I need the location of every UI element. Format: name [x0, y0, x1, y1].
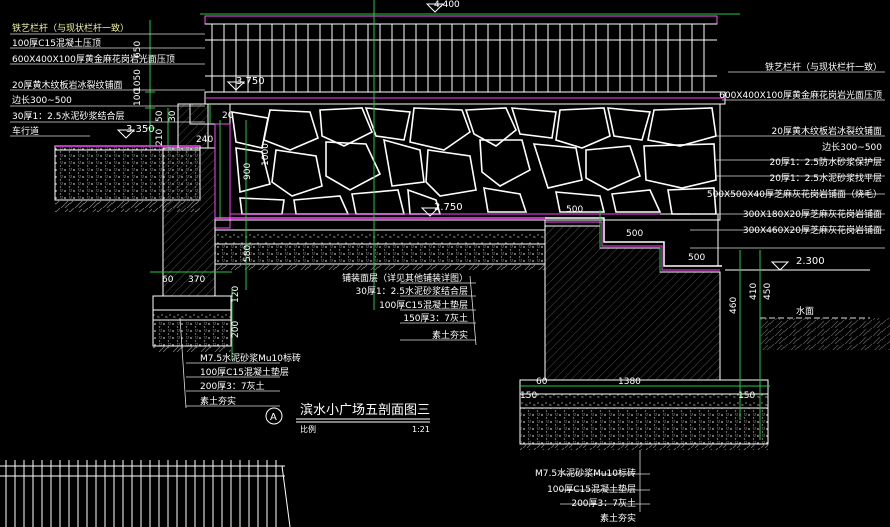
note-right-1: 600X400X100厚黄金麻花岗岩光面压顶 — [719, 89, 882, 101]
dim-500a: 500 — [566, 205, 583, 215]
dim-370: 370 — [188, 275, 205, 285]
note-right-0: 铁艺栏杆（与现状栏杆一致） — [765, 61, 882, 73]
note-right-7: 300X180X20厚芝麻灰花岗岩铺面 — [743, 208, 882, 220]
fence-fragment — [0, 460, 291, 527]
note-left-1: 100厚C15混凝土压顶 — [12, 37, 101, 49]
dim-150b: 150 — [738, 391, 755, 401]
dim-150: 150 — [520, 391, 537, 401]
dim-450: 450 — [763, 283, 773, 300]
note-left-2: 600X400X100厚黄金麻花岗岩光面压顶 — [12, 53, 175, 65]
dim-580: 580 — [243, 245, 253, 262]
foundation-notes-left: M7.5水泥砂浆Mu10标砖 100厚C15混凝土垫层 200厚3：7灰土 素土… — [200, 352, 301, 407]
note-left-3: 20厚黄木纹板岩冰裂纹铺面 — [12, 79, 122, 91]
elev-top: 4.400 — [434, 0, 460, 10]
note-left-4: 边长300~500 — [12, 94, 72, 106]
railing — [204, 15, 718, 93]
note-found-left-3: 素土夯实 — [200, 395, 236, 407]
note-mid-3: 150厚3：7灰土 — [403, 312, 468, 324]
note-left-5: 30厚1：2.5水泥砂浆结合层 — [12, 110, 125, 122]
section-mark: A — [270, 412, 277, 423]
water-level — [725, 269, 890, 350]
dimension-texts: 650 1050 100 50 30 20 210 240 900 1000 5… — [133, 41, 773, 401]
dimension-lines — [145, 0, 770, 440]
left-notes: 铁艺栏杆（与现状栏杆一致） 100厚C15混凝土压顶 600X400X100厚黄… — [12, 22, 175, 137]
dim-900: 900 — [243, 163, 253, 180]
scale-label: 比例 — [300, 424, 316, 434]
dim-500b: 500 — [626, 229, 643, 239]
middle-notes: 铺装面层（详见其他铺装详图） 30厚1：2.5水泥砂浆结合层 100厚C15混凝… — [342, 272, 468, 341]
foundation-notes-bottom: M7.5水泥砂浆Mu10标砖 100厚C15混凝土垫层 200厚3：7灰土 素土… — [535, 467, 636, 524]
scale-value: 1:21 — [412, 425, 430, 434]
dim-500c: 500 — [688, 253, 705, 263]
dim-50: 50 — [155, 110, 165, 122]
note-left-6: 车行道 — [12, 125, 39, 137]
elev-left-ground: 3.350 — [126, 124, 155, 135]
dim-240: 240 — [196, 135, 213, 145]
note-found-left-2: 200厚3：7灰土 — [200, 380, 265, 392]
note-mid-1: 30厚1：2.5水泥砂浆结合层 — [356, 285, 469, 297]
dim-60b: 60 — [536, 377, 548, 387]
dim-30: 30 — [168, 110, 178, 122]
note-found-bottom-0: M7.5水泥砂浆Mu10标砖 — [535, 467, 636, 479]
note-left-0: 铁艺栏杆（与现状栏杆一致） — [12, 22, 129, 34]
stone-wall — [229, 103, 721, 221]
leader-lines — [10, 33, 885, 512]
note-right-3: 边长300~500 — [822, 141, 882, 153]
elevation-texts: 4.400 3.750 3.350 2.750 2.300 水面 — [126, 0, 825, 317]
right-pier — [519, 213, 769, 450]
dim-100: 100 — [133, 89, 143, 106]
dim-60: 60 — [162, 275, 174, 285]
platform-paving — [214, 217, 546, 270]
note-right-8: 300X460X20厚芝麻灰花岗岩铺面 — [743, 224, 882, 236]
note-right-6: 500X500X40厚芝麻灰花岗岩铺面（烧毛） — [707, 188, 882, 200]
dim-210: 210 — [155, 129, 165, 146]
note-mid-0: 铺装面层（详见其他铺装详图） — [342, 272, 468, 284]
dim-410: 410 — [749, 283, 759, 300]
note-found-bottom-2: 200厚3：7灰土 — [571, 497, 636, 509]
section-mark-circle — [265, 407, 283, 425]
right-notes: 铁艺栏杆（与现状栏杆一致） 600X400X100厚黄金麻花岗岩光面压顶 20厚… — [707, 61, 882, 236]
elev-upper: 3.750 — [236, 76, 265, 87]
dim-200: 200 — [231, 321, 241, 338]
elev-platform: 2.750 — [434, 202, 463, 213]
note-mid-4: 素土夯实 — [432, 329, 468, 341]
dim-rail-1050: 1050 — [133, 69, 143, 92]
elev-water: 2.300 — [796, 256, 825, 267]
note-found-bottom-3: 素土夯实 — [600, 512, 636, 524]
elevation-markers — [116, 3, 790, 271]
note-found-left-0: M7.5水泥砂浆Mu10标砖 — [200, 352, 301, 364]
dim-rail-650: 650 — [133, 41, 143, 58]
note-right-5: 20厚1：2.5水泥砂浆找平层 — [770, 172, 883, 184]
note-mid-2: 100厚C15混凝土垫层 — [379, 299, 468, 311]
note-right-4: 20厚1：2.5防水砂浆保护层 — [770, 156, 883, 168]
dim-120: 120 — [231, 286, 241, 303]
dim-1000: 1000 — [261, 143, 271, 166]
water-label: 水面 — [796, 305, 814, 317]
dim-1380: 1380 — [618, 377, 641, 387]
note-right-2: 20厚黄木纹板岩冰裂纹铺面 — [772, 125, 882, 137]
retaining-wall — [152, 123, 232, 352]
drawing-title-block: A 滨水小广场五剖面图三 比例 1:21 — [265, 402, 430, 434]
dim-460: 460 — [729, 297, 739, 314]
note-found-bottom-1: 100厚C15混凝土垫层 — [547, 483, 636, 495]
dim-20: 20 — [222, 111, 234, 121]
drawing-title: 滨水小广场五剖面图三 — [300, 402, 430, 418]
note-found-left-1: 100厚C15混凝土垫层 — [200, 366, 289, 378]
